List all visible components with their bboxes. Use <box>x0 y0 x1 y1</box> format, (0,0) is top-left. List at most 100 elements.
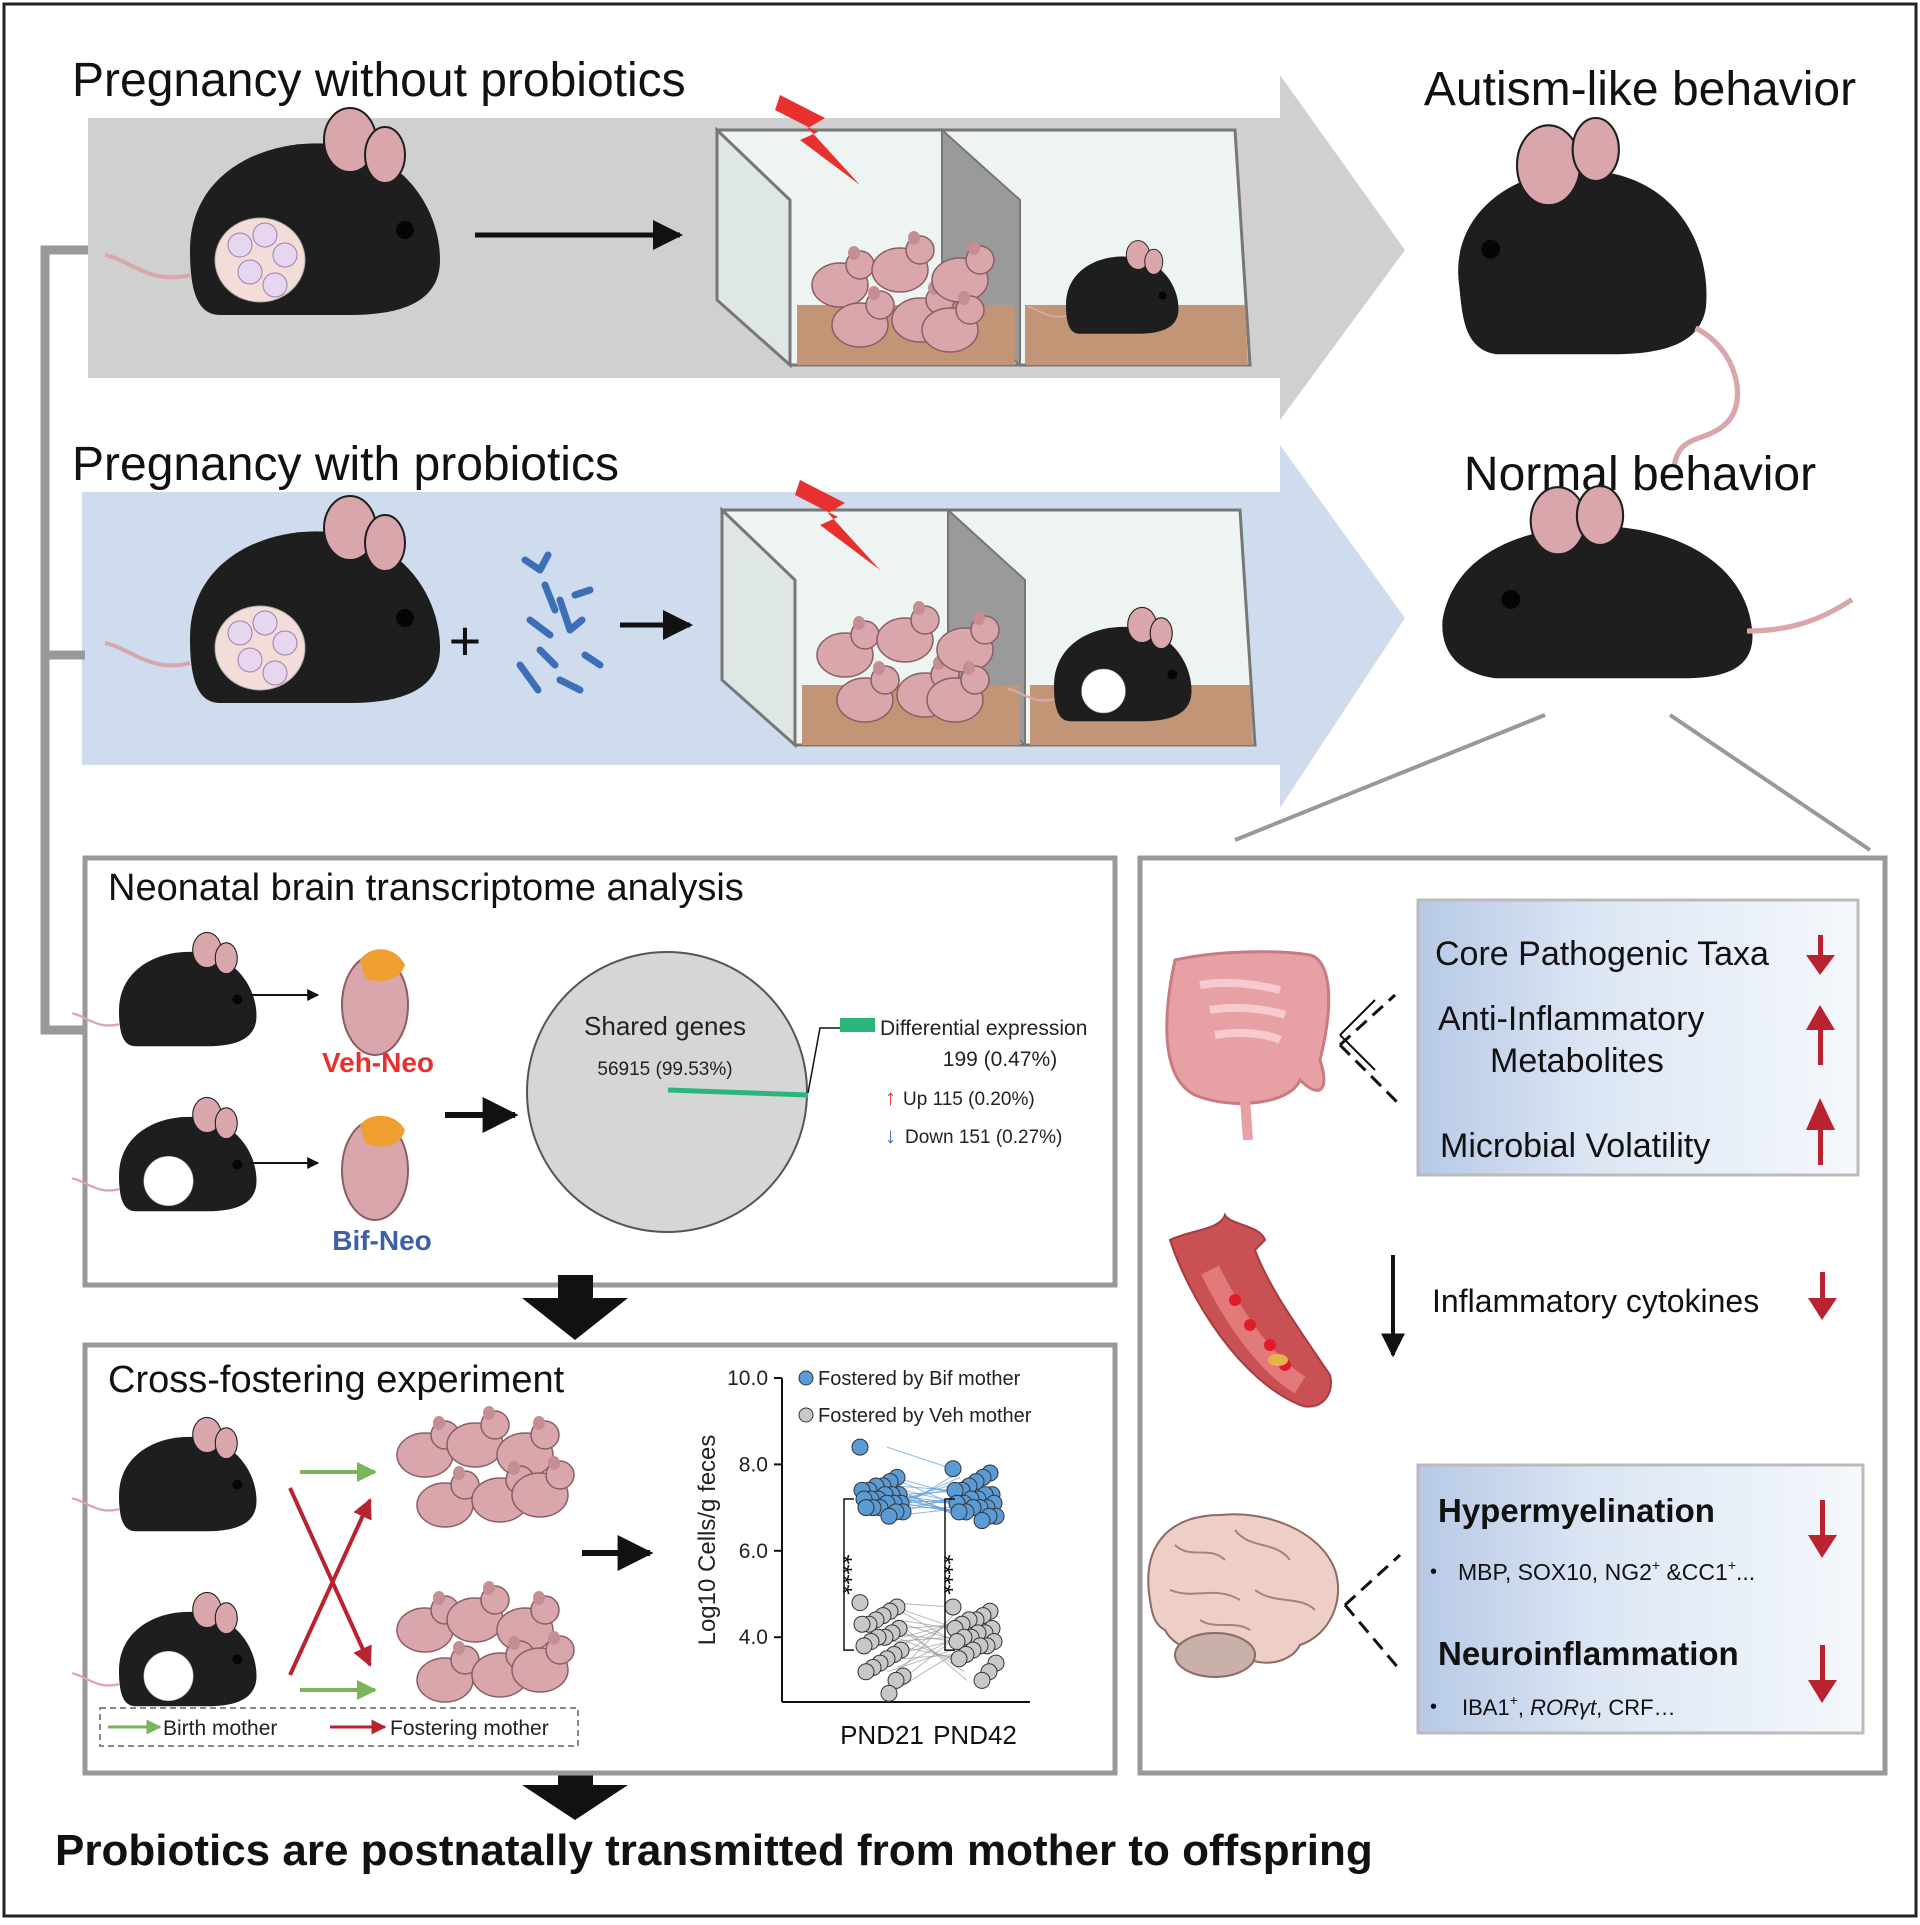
neuro-markers: IBA1+, RORγt, CRF… <box>1462 1692 1676 1720</box>
crossfostering-title: Cross-fostering experiment <box>108 1359 565 1401</box>
up-arrow-icon <box>1806 1098 1835 1130</box>
diff-expression-slice <box>667 1087 809 1098</box>
y-tick-label: 10.0 <box>727 1367 768 1390</box>
gut-item-volatility: Microbial Volatility <box>1440 1127 1710 1165</box>
neuro-marker-crf: , CRF… <box>1596 1695 1675 1720</box>
cf-bif-mother <box>71 1591 258 1708</box>
top-row-title: Pregnancy without probiotics <box>72 54 686 107</box>
up-arrow-icon: ↑ <box>885 1085 896 1110</box>
down-arrow-icon <box>1808 1298 1837 1320</box>
gut-item-core-taxa: Core Pathogenic Taxa <box>1435 935 1769 973</box>
data-point <box>880 1507 898 1525</box>
hyper-bullet: • <box>1430 1561 1437 1583</box>
hyper-sup-plus-2: + <box>1728 1557 1736 1573</box>
gut-item-metabolites: Metabolites <box>1490 1042 1664 1080</box>
autism-like-label: Autism-like behavior <box>1424 63 1856 116</box>
bif-neo-label: Bif-Neo <box>332 1225 432 1256</box>
diff-expression-label: Differential expression <box>880 1017 1087 1040</box>
intestine-icon <box>1165 950 1331 1141</box>
veh-neo-pup <box>341 949 409 1056</box>
legend-bif-dot <box>798 1370 814 1386</box>
data-point <box>944 1460 962 1478</box>
hyper-markers: MBP, SOX10, NG2+ &CC1+... <box>1458 1557 1755 1585</box>
pair-line <box>886 1446 953 1470</box>
neuro-marker-iba1: IBA1 <box>1462 1695 1510 1720</box>
data-point <box>853 1615 871 1633</box>
pair-line <box>896 1485 955 1491</box>
legend-birth-mother: Birth mother <box>163 1717 277 1740</box>
legend-bif-label: Fostered by Bif mother <box>818 1368 1021 1390</box>
pair-line <box>886 1649 953 1673</box>
data-point <box>857 1663 875 1681</box>
neuro-marker-sep: , <box>1518 1695 1530 1720</box>
y-tick-label: 6.0 <box>739 1540 768 1563</box>
diff-leader-line <box>807 1027 840 1094</box>
normal-mouse <box>1442 485 1854 679</box>
bif-neo-pup <box>341 1115 409 1221</box>
data-point <box>973 1512 991 1530</box>
data-point <box>948 1633 966 1651</box>
legend-fostering-mother: Fostering mother <box>390 1717 549 1740</box>
zoom-line-right <box>1668 713 1872 852</box>
shared-genes-label: Shared genes <box>584 1011 746 1041</box>
brain-dash-down <box>1343 1604 1402 1671</box>
data-point <box>973 1671 991 1689</box>
up-count-label: Up 115 (0.20%) <box>903 1089 1035 1110</box>
significance-pnd21: **** <box>828 1554 858 1594</box>
brain-dash-up <box>1343 1553 1402 1607</box>
chart-marks <box>774 1377 1005 1702</box>
pair-line <box>895 1636 962 1664</box>
cytokines-down-arrow <box>1808 1272 1837 1320</box>
left-bracket-connector <box>40 245 88 1035</box>
data-point <box>880 1684 898 1702</box>
diff-expression-value: 199 (0.47%) <box>943 1048 1057 1071</box>
data-point <box>851 1594 869 1612</box>
autism-mouse <box>1458 116 1741 466</box>
veh-neo-label: Veh-Neo <box>322 1047 434 1078</box>
pair-line <box>893 1610 958 1677</box>
legend-veh-dot <box>798 1407 814 1423</box>
cf-red-arrow-down <box>288 1487 372 1667</box>
gut-outcomes-box <box>1416 898 1860 1177</box>
cf-red-arrow-up <box>288 1498 372 1676</box>
shared-genes-value: 56915 (99.53%) <box>597 1059 732 1080</box>
lightning-icon-top <box>775 95 860 185</box>
brain-icon <box>1147 1513 1340 1678</box>
gut-item-anti-inflammatory: Anti-Inflammatory <box>1438 1000 1704 1038</box>
feces-count-chart: Log10 Cells/g feces 10.0 8.0 6.0 4.0 PND… <box>694 1367 1032 1750</box>
hyper-markers-end: ... <box>1736 1559 1755 1585</box>
gut-dash-up <box>1338 993 1397 1047</box>
hyper-markers-a: MBP, SOX10, NG2 <box>1458 1559 1652 1585</box>
pregnant-mouse-bif <box>103 494 442 705</box>
normal-behavior-label: Normal behavior <box>1464 448 1816 501</box>
diff-legend-swatch <box>840 1018 875 1032</box>
data-point <box>851 1438 869 1456</box>
significance-bracket <box>944 1498 955 1651</box>
pregnant-mouse-veh <box>103 106 442 317</box>
neuro-sup-plus: + <box>1510 1692 1518 1708</box>
neuro-bullet: • <box>1430 1696 1437 1718</box>
middle-row-title: Pregnancy with probiotics <box>72 438 619 491</box>
zoom-line-left <box>1234 713 1546 842</box>
up-arrow-icon <box>1806 1005 1835 1030</box>
lightning-icon-middle <box>795 480 880 570</box>
y-tick-label: 4.0 <box>739 1626 768 1649</box>
data-point <box>887 1671 905 1689</box>
data-point <box>950 1650 968 1668</box>
down-count-label: Down 151 (0.27%) <box>905 1127 1062 1148</box>
conclusion-banner: Probiotics are postnatally transmitted f… <box>55 1826 1373 1875</box>
x-category-label: PND21 <box>840 1720 924 1750</box>
dam-in-cage-bif <box>1006 606 1193 723</box>
cytokines-label: Inflammatory cytokines <box>1432 1283 1759 1319</box>
gut-dash-down <box>1338 1043 1402 1107</box>
hyper-sup-plus-1: + <box>1652 1557 1660 1573</box>
significance-pnd42: **** <box>929 1554 959 1594</box>
shared-genes-circle <box>526 951 808 1233</box>
data-point <box>944 1598 962 1616</box>
data-point <box>855 1637 873 1655</box>
data-point <box>950 1503 968 1521</box>
pair-line <box>891 1636 954 1643</box>
significance-bracket <box>843 1498 854 1651</box>
hypermyelination-title: Hypermyelination <box>1438 1492 1715 1529</box>
data-point <box>857 1499 875 1517</box>
